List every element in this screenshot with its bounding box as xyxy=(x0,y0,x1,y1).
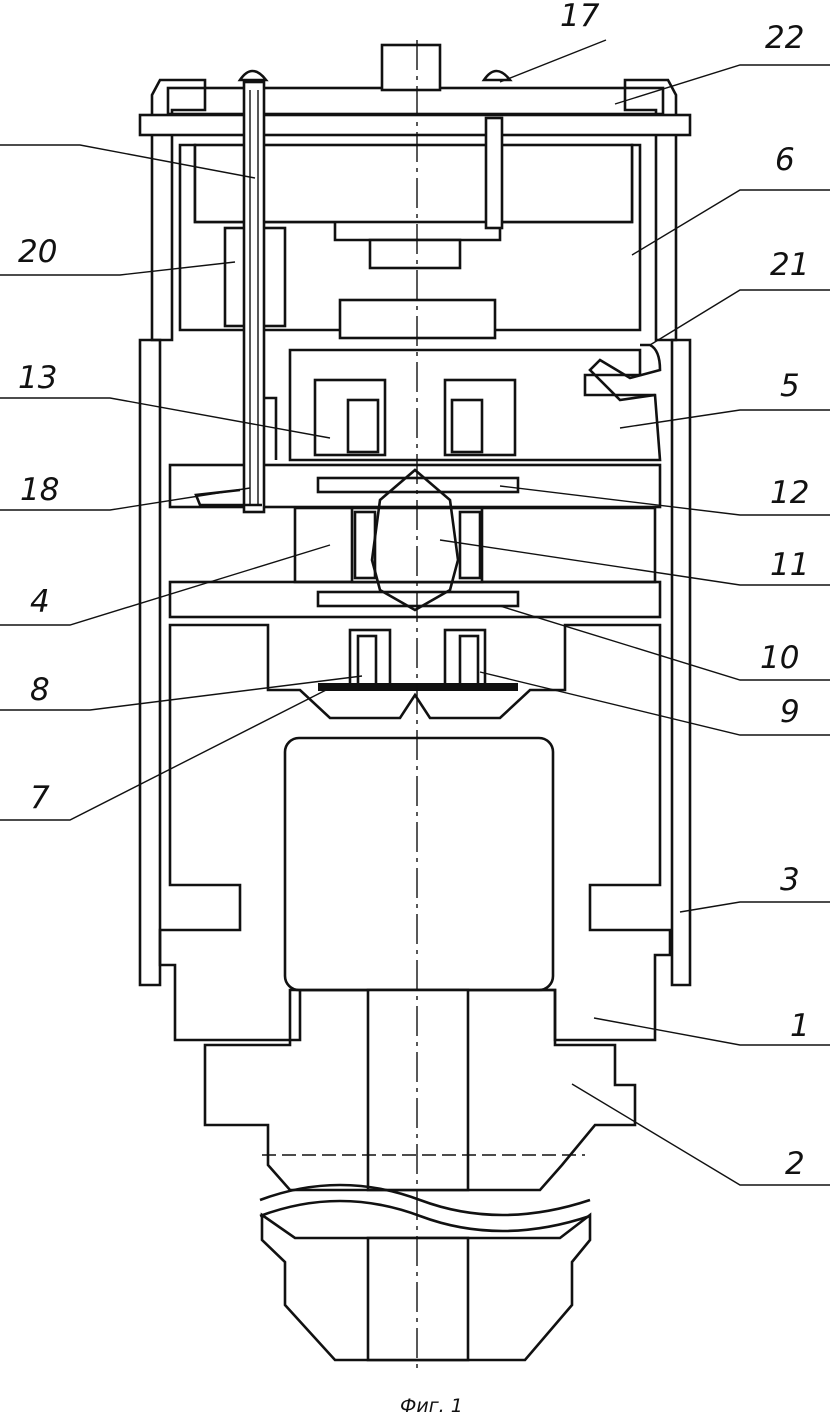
label-2: 2 xyxy=(785,1146,805,1182)
label-17: 17 xyxy=(560,0,600,34)
label-3: 3 xyxy=(780,862,800,898)
label-5: 5 xyxy=(780,368,800,404)
top-cover-22 xyxy=(138,43,692,137)
connector-2 xyxy=(203,988,637,1362)
label-22: 22 xyxy=(765,20,804,56)
label-7: 7 xyxy=(30,780,50,816)
label-20: 20 xyxy=(18,234,57,270)
outer-housing-3 xyxy=(138,78,692,987)
label-21: 21 xyxy=(770,247,809,283)
callout-labels: 17 22 6 20 21 13 5 18 12 11 4 10 8 9 7 3… xyxy=(18,0,810,1182)
label-18: 18 xyxy=(20,472,59,508)
center-pin xyxy=(380,43,442,92)
leader-lines xyxy=(0,39,830,1186)
label-8: 8 xyxy=(30,672,50,708)
label-13: 13 xyxy=(18,360,57,396)
label-1: 1 xyxy=(790,1008,810,1044)
label-10: 10 xyxy=(760,640,799,676)
label-4: 4 xyxy=(30,584,50,620)
rotor-11 xyxy=(370,468,460,612)
wires xyxy=(194,80,662,514)
figure-caption: Фиг. 1 xyxy=(400,1395,463,1417)
label-9: 9 xyxy=(780,694,800,730)
label-12: 12 xyxy=(770,475,809,511)
lower-bearings xyxy=(318,628,518,691)
stator-body-5 xyxy=(288,348,662,462)
label-11: 11 xyxy=(770,547,809,583)
central-cavity xyxy=(283,736,555,992)
label-6: 6 xyxy=(775,142,795,178)
